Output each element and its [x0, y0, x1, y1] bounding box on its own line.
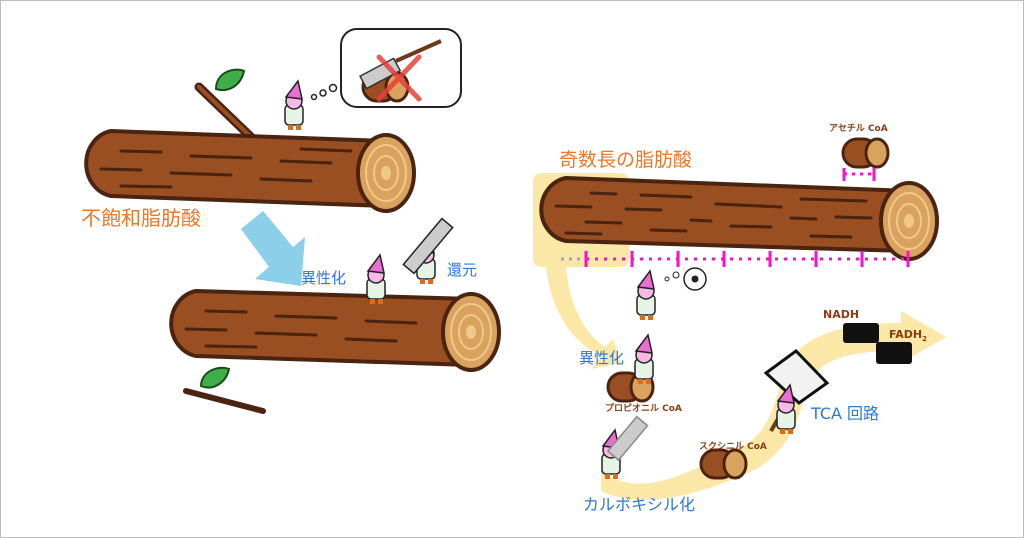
isomerization-label-right: 異性化 — [579, 349, 624, 367]
acetyl-coa-label: アセチル CoA — [829, 123, 888, 134]
two-carbon-unit-markers — [561, 251, 910, 267]
tca-cycle-label: TCA 回路 — [810, 404, 879, 423]
leaf-icon — [199, 366, 231, 389]
isomerization-label-left: 異性化 — [301, 269, 346, 287]
acetyl-coa-log — [841, 137, 890, 169]
fadh2-label: FADH2 — [889, 328, 927, 343]
fadh2-block — [876, 342, 912, 364]
flow-arrow-down — [546, 267, 621, 369]
broken-branch — [183, 366, 266, 414]
reduced-log — [169, 288, 501, 372]
gnome-with-saw — [402, 217, 454, 285]
nadh-label: NADH — [823, 308, 859, 321]
odd-chain-log — [539, 175, 939, 261]
succinyl-coa-label: スクシニル CoA — [699, 441, 767, 452]
branch-with-leaf — [194, 68, 256, 142]
unsaturated-fatty-acid-label: 不飽和脂肪酸 — [81, 206, 201, 230]
gnome-confused — [636, 267, 707, 321]
cross-icon — [376, 54, 422, 102]
odd-chain-fatty-acid-label: 奇数長の脂肪酸 — [559, 149, 692, 171]
down-right-arrow-icon — [241, 211, 305, 286]
reduction-label: 還元 — [447, 261, 477, 279]
saw-icon — [606, 415, 649, 462]
propionyl-coa-label: プロピオニル CoA — [605, 402, 682, 414]
gnome-isomerizing — [366, 254, 386, 305]
succinyl-coa-log — [699, 448, 748, 480]
thought-dots — [310, 83, 338, 101]
nadh-block — [843, 323, 879, 343]
thought-bubble-no-saw — [340, 28, 462, 108]
leaf-icon — [214, 68, 246, 91]
gnome-carboxylating — [601, 415, 649, 480]
gnome-with-cleaver — [763, 349, 830, 435]
acetyl-coa-marker — [842, 168, 876, 181]
carboxylation-label: カルボキシル化 — [583, 495, 695, 514]
unsaturated-fatty-acid-log — [84, 128, 416, 213]
saw-icon — [402, 217, 454, 275]
flow-arrow-tca — [601, 311, 946, 500]
gnome-thinking — [284, 80, 304, 131]
gnome-isomerizing-right — [634, 334, 654, 385]
